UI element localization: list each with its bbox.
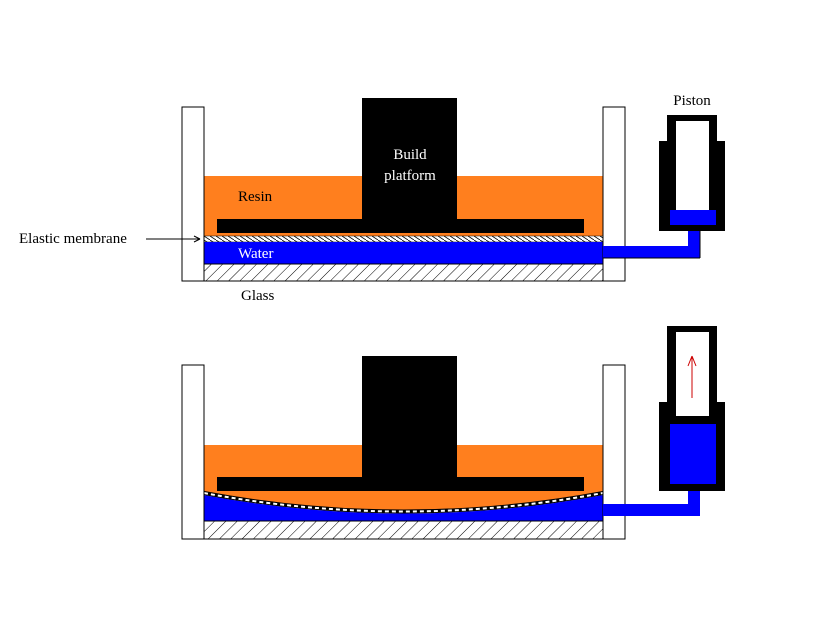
build-platform-shaft-bottom <box>362 356 457 480</box>
glass-plate-bottom <box>203 520 604 540</box>
elastic-membrane-deformed-dashes <box>203 492 604 513</box>
piston-head <box>670 210 716 225</box>
water-pipe <box>603 246 700 258</box>
label-build-platform-line1: Build <box>393 147 427 163</box>
label-water: Water <box>238 246 273 262</box>
label-glass: Glass <box>241 288 274 304</box>
vat-wall-left-bottom <box>181 364 205 540</box>
glass-plate <box>203 263 604 282</box>
vat-wall-left <box>181 106 205 282</box>
water-layer <box>204 242 603 264</box>
label-elastic-membrane: Elastic membrane <box>19 231 127 247</box>
vat-top: Piston Build platform Resin Water Glass … <box>19 93 725 304</box>
water-layer-deformed <box>204 495 603 521</box>
label-piston: Piston <box>673 93 711 109</box>
vat-bottom <box>181 326 725 540</box>
build-platform-plate <box>217 219 584 233</box>
label-build-platform-line2: platform <box>384 168 436 184</box>
piston-water-column <box>670 424 716 484</box>
piston-chamber <box>676 121 709 210</box>
piston-retract-arrowhead <box>687 355 697 367</box>
elastic-membrane <box>203 235 604 243</box>
water-pipe-bottom <box>603 504 700 516</box>
label-resin: Resin <box>238 189 273 205</box>
build-platform-shaft <box>362 98 457 222</box>
membrane-leader-arrowhead <box>193 235 201 243</box>
build-platform-plate-bottom <box>217 477 584 491</box>
